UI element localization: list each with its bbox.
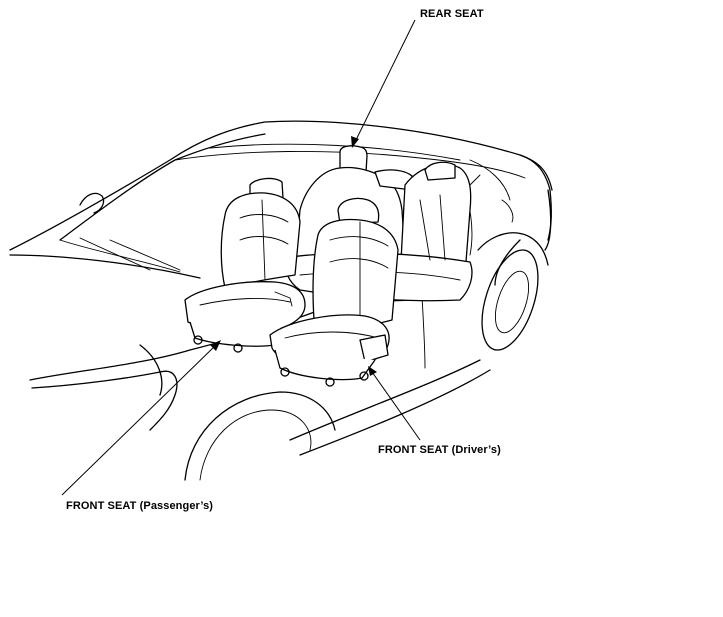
rear-seat-label: REAR SEAT <box>420 8 484 20</box>
front-passenger-seat-drawing <box>184 177 306 353</box>
passenger-seat-leader <box>61 344 217 496</box>
front-seat-drivers-label: FRONT SEAT (Driver’s) <box>378 444 501 456</box>
rear-seat-arrowhead <box>351 136 359 148</box>
rear-seat-leader <box>354 19 416 143</box>
driver-seat-arrowhead <box>368 366 377 376</box>
front-seat-passengers-label: FRONT SEAT (Passenger’s) <box>66 500 214 512</box>
front-driver-seat-drawing <box>269 197 399 387</box>
passenger-seat-arrowhead <box>210 340 221 351</box>
leader-lines <box>61 19 421 496</box>
driver-seat-leader <box>371 371 421 441</box>
